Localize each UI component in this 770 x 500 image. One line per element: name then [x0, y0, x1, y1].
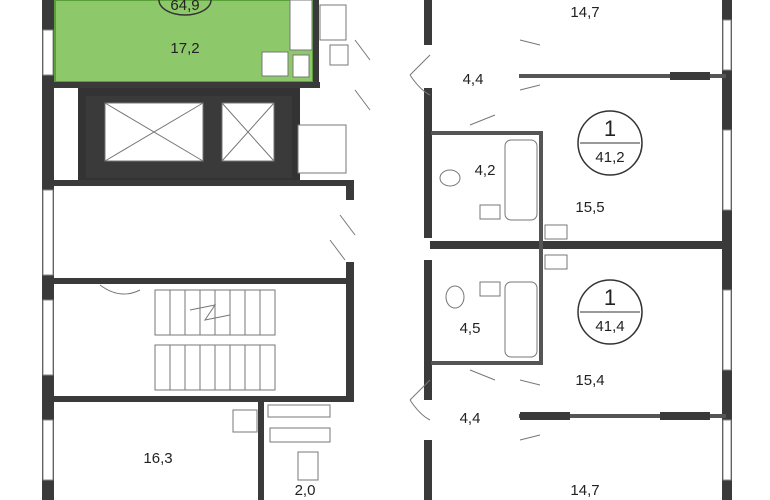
wall-corridor-right-2 — [424, 88, 432, 238]
room-label-14-7-top: 14,7 — [570, 4, 599, 21]
wall-stair-right — [346, 180, 354, 200]
wall-right-3-thick — [520, 412, 570, 420]
wall-bottom-bath — [431, 361, 543, 365]
apartment-area-1: 64,9 — [170, 0, 199, 14]
cabinet-bottom-1 — [269, 427, 331, 443]
door-arc-2 — [519, 39, 541, 91]
wall-right-1 — [519, 74, 726, 78]
toilet-bottom-right — [445, 285, 465, 309]
door-arc-1 — [409, 54, 431, 96]
window-right-2 — [722, 129, 732, 211]
outer-wall-right — [722, 0, 732, 500]
wall-right-3-thick-2 — [660, 412, 710, 420]
sink-bottom — [232, 409, 258, 433]
room-label-4-4-top: 4,4 — [463, 71, 484, 88]
wall-left-1 — [54, 180, 354, 186]
window-left-2 — [42, 189, 54, 276]
room-label-15-4: 15,4 — [575, 372, 604, 389]
window-right-4 — [722, 419, 732, 481]
elevator-divider — [210, 96, 216, 178]
washer-2 — [544, 254, 568, 270]
window-right-3 — [722, 289, 732, 371]
bathtub-top — [504, 139, 538, 221]
sink-fixture-top — [261, 51, 289, 77]
door-arc-6 — [329, 214, 356, 261]
bath-fixture-top — [289, 0, 313, 51]
room-label-15-5: 15,5 — [575, 199, 604, 216]
cabinet-top — [319, 4, 347, 41]
wall-apt-bottom — [54, 82, 320, 88]
window-left-4 — [42, 419, 54, 481]
wall-corridor-right-4 — [424, 440, 432, 500]
cabinet-top-2 — [329, 44, 349, 66]
wall-corridor-right-3 — [424, 260, 432, 400]
wall-corridor-right — [424, 0, 432, 45]
apartment-number-2: 1 — [604, 116, 616, 141]
wall-apt-right — [313, 0, 319, 88]
toilet-bottom — [297, 451, 319, 481]
apartment-area-2: 41,2 — [595, 149, 624, 166]
apartment-circle-top-left[interactable] — [158, 0, 212, 16]
sink-right-1 — [479, 204, 501, 220]
room-label-2-0: 2,0 — [295, 482, 316, 499]
wall-top-bath — [431, 131, 543, 135]
wall-right-1-thick — [670, 72, 710, 80]
washer-1 — [544, 224, 568, 240]
door-arc-4 — [519, 379, 541, 441]
wall-left-3 — [148, 278, 354, 284]
wall-bath-left-bottom — [258, 402, 264, 500]
room-label-17-2: 17,2 — [170, 40, 199, 57]
wall-bath-right — [539, 131, 543, 363]
wall-stair-right-2 — [346, 262, 354, 402]
bathtub-bottom — [504, 281, 538, 358]
wall-left-2 — [54, 278, 154, 284]
apartment-area-3: 41,4 — [595, 318, 624, 335]
wall-mid — [430, 241, 725, 249]
sink-right-2 — [479, 281, 501, 297]
room-label-4-2: 4,2 — [475, 162, 496, 179]
bath-small-1 — [267, 404, 331, 418]
apartment-number-3: 1 — [604, 285, 616, 310]
room-label-4-5: 4,5 — [460, 320, 481, 337]
room-label-16-3: 16,3 — [143, 450, 172, 467]
room-label-4-4-bottom: 4,4 — [460, 410, 481, 427]
window-right-1 — [722, 19, 732, 71]
toilet-fixture-top — [292, 54, 310, 78]
window-left-1 — [42, 29, 54, 76]
door-arc-3 — [409, 379, 431, 421]
wall-left-4 — [54, 396, 354, 402]
window-left-3 — [42, 299, 54, 376]
toilet-top-right — [439, 169, 461, 187]
door-arc-5 — [354, 39, 371, 111]
door-arc-7 — [99, 284, 141, 295]
shaft-room-right — [297, 124, 347, 174]
staircase — [154, 289, 276, 391]
room-label-14-7-bottom: 14,7 — [570, 482, 599, 499]
door-arc-8 — [469, 114, 496, 381]
